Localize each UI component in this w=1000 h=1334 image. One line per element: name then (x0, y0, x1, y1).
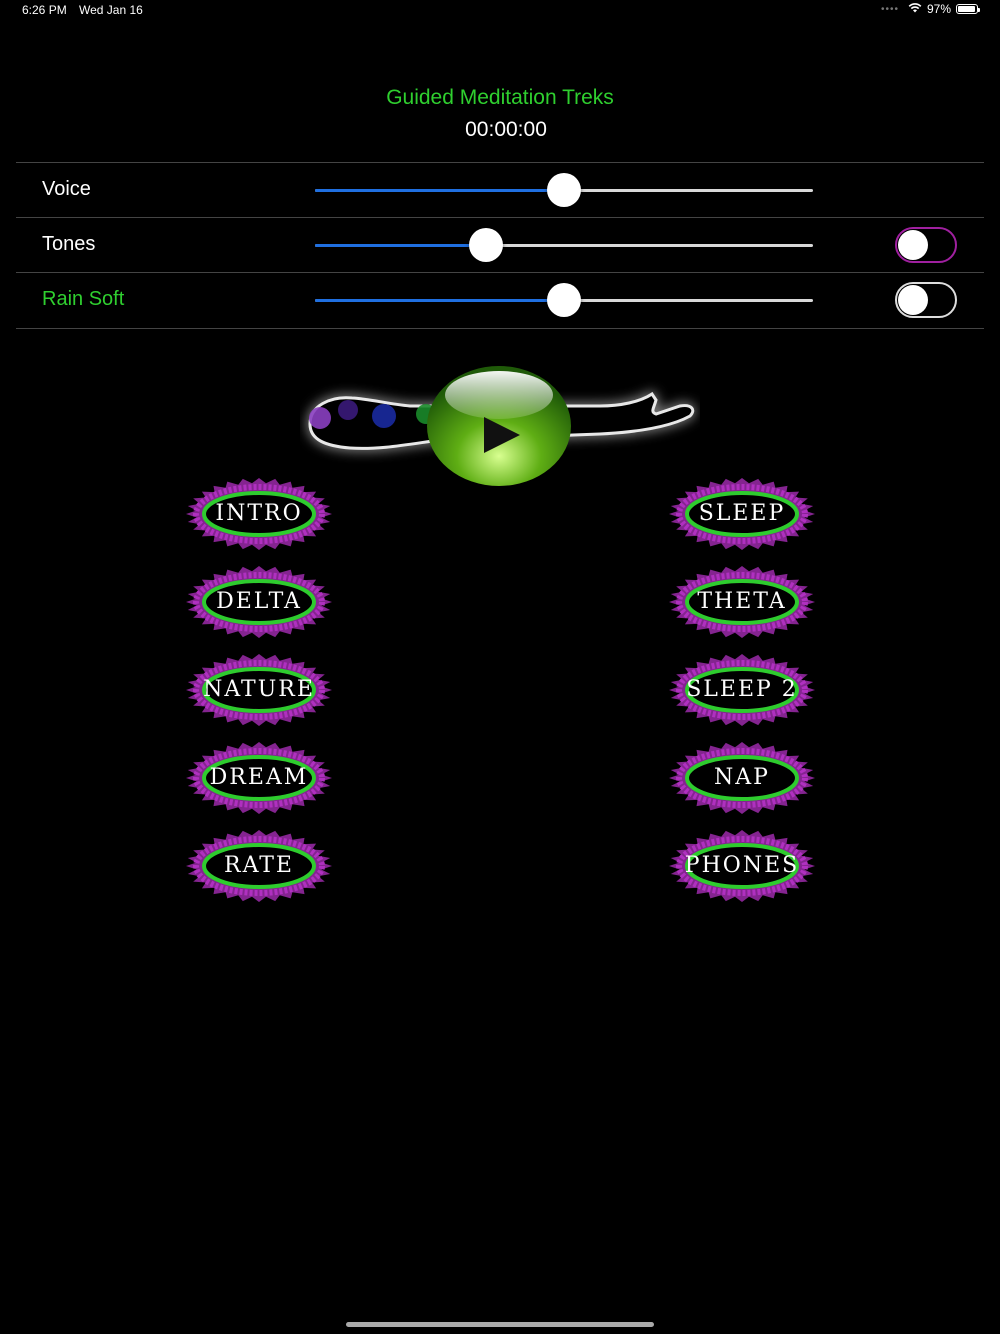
page-title: Guided Meditation Treks (386, 86, 614, 109)
track-button-nap[interactable]: NAP (667, 741, 817, 815)
chakra-ring-icon (186, 742, 332, 814)
voice-slider-fill (315, 189, 564, 192)
tones-label: Tones (42, 233, 96, 255)
track-button-label: NATURE (203, 677, 315, 702)
track-button-phones[interactable]: PHONES (667, 829, 817, 903)
play-icon (427, 366, 571, 486)
chakra-ring-icon (669, 566, 815, 638)
rain-soft-label: Rain Soft (42, 288, 125, 310)
voice-row: Voice (16, 162, 984, 218)
track-button-label: SLEEP (698, 501, 786, 526)
chakra-ring-icon (186, 478, 332, 550)
track-button-label: NAP (714, 765, 770, 790)
tones-row: Tones (16, 217, 984, 273)
track-button-label: INTRO (215, 501, 303, 526)
track-button-delta[interactable]: DELTA (184, 565, 334, 639)
rain-soft-toggle[interactable] (895, 282, 957, 318)
battery-percent: 97% (926, 2, 951, 16)
rain-soft-slider[interactable] (315, 283, 813, 317)
play-button[interactable] (426, 365, 572, 487)
track-button-sleep[interactable]: SLEEP (667, 477, 817, 551)
status-right: •••• 97% (880, 2, 980, 16)
track-button-intro[interactable]: INTRO (184, 477, 334, 551)
status-bar: 6:26 PM Wed Jan 16 •••• 97% (0, 0, 1000, 22)
chakra-ring-icon (186, 654, 332, 726)
track-button-label: THETA (697, 589, 787, 614)
rain-soft-row: Rain Soft (16, 272, 984, 329)
chakra-ring-icon (669, 830, 815, 902)
chakra-ring-icon (186, 830, 332, 902)
track-button-label: DELTA (216, 589, 302, 614)
chakra-ring-icon (669, 742, 815, 814)
tones-slider-fill (315, 244, 487, 247)
tones-slider-thumb[interactable] (469, 228, 504, 262)
track-button-theta[interactable]: THETA (667, 565, 817, 639)
track-button-label: RATE (224, 853, 294, 878)
track-button-rate[interactable]: RATE (184, 829, 334, 903)
rain-soft-toggle-knob (898, 285, 928, 315)
track-button-sleep-2[interactable]: SLEEP 2 (667, 653, 817, 727)
voice-label: Voice (42, 178, 91, 200)
wifi-icon (908, 2, 922, 16)
status-date: Wed Jan 16 (79, 3, 143, 17)
elapsed-timer: 00:00:00 (465, 118, 547, 141)
track-button-label: DREAM (209, 765, 309, 790)
cellular-dots-icon: •••• (880, 3, 899, 15)
tones-slider[interactable] (315, 228, 813, 262)
rain-soft-slider-thumb[interactable] (547, 283, 581, 317)
battery-icon (956, 4, 980, 14)
status-time: 6:26 PM (22, 3, 67, 17)
voice-slider[interactable] (315, 173, 813, 207)
track-button-dream[interactable]: DREAM (184, 741, 334, 815)
voice-slider-thumb[interactable] (547, 173, 581, 207)
track-button-nature[interactable]: NATURE (184, 653, 334, 727)
tones-toggle-knob (898, 230, 928, 260)
rain-soft-slider-fill (315, 299, 564, 302)
tones-toggle[interactable] (895, 227, 957, 263)
home-indicator[interactable] (346, 1322, 654, 1327)
track-button-label: SLEEP 2 (686, 677, 798, 702)
track-button-label: PHONES (684, 853, 800, 878)
chakra-ring-icon (669, 654, 815, 726)
chakra-ring-icon (186, 566, 332, 638)
chakra-ring-icon (669, 478, 815, 550)
